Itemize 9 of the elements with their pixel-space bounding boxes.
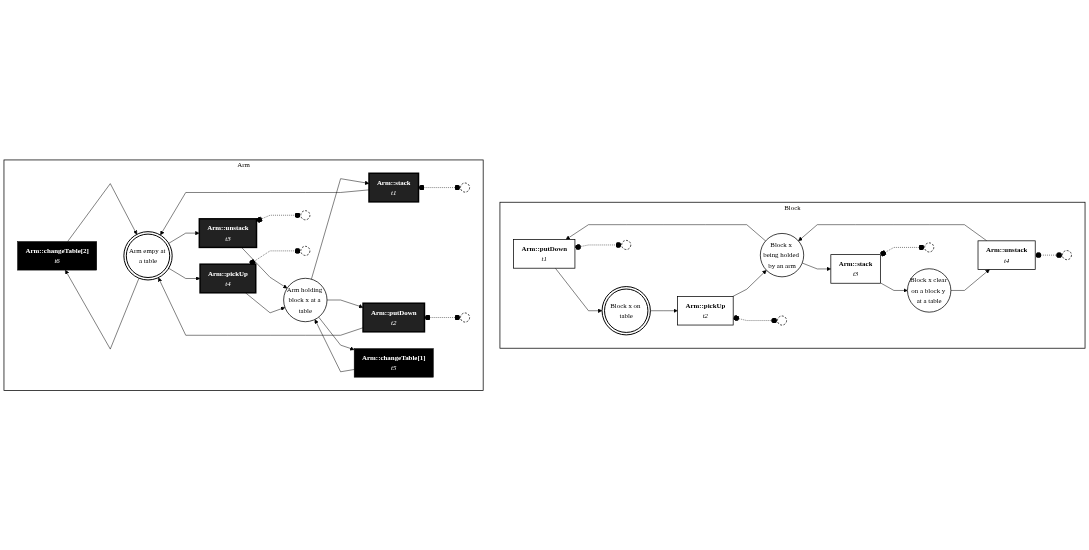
node-circle <box>300 210 311 220</box>
node-circle <box>460 182 470 193</box>
node-circle <box>300 245 311 256</box>
node-circle <box>777 315 787 326</box>
node-circle <box>924 242 935 253</box>
node-circle <box>621 239 632 250</box>
node-circle <box>1062 249 1072 260</box>
connector <box>1034 251 1063 258</box>
node-circle <box>460 312 470 323</box>
